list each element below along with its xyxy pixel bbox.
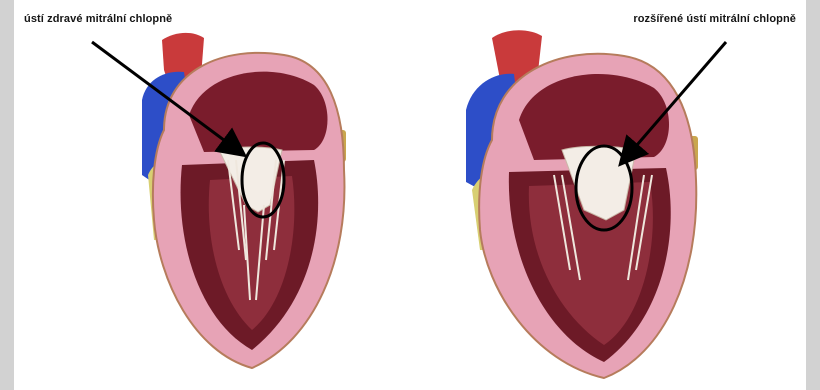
dilated-heart [466, 30, 726, 378]
image-panel: ústí zdravé mitrální chlopně rozšířené ú… [14, 0, 806, 390]
healthy-heart [92, 33, 346, 368]
illustration [14, 0, 806, 390]
